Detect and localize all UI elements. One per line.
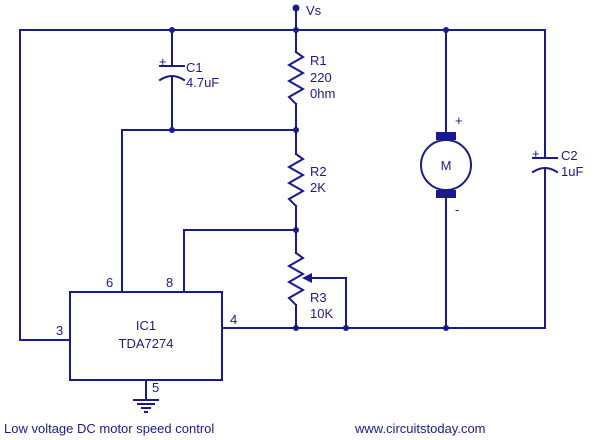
c2-ref-label: C2 bbox=[561, 148, 578, 163]
wiper-arrow-icon bbox=[302, 273, 312, 283]
junction-dot bbox=[169, 27, 175, 33]
pin-8-label: 8 bbox=[166, 275, 173, 290]
junction-dot bbox=[293, 325, 299, 331]
junction-dot bbox=[443, 325, 449, 331]
junction-dot bbox=[293, 227, 299, 233]
pin-5-label: 5 bbox=[152, 380, 159, 395]
c2-value-label: 1uF bbox=[561, 164, 583, 179]
junction-dot bbox=[343, 325, 349, 331]
ground-icon bbox=[133, 399, 159, 413]
r1-value-line2: 0hm bbox=[310, 86, 335, 101]
ic1-chip: IC1 TDA7274 3 4 5 6 8 bbox=[56, 275, 237, 395]
r2-value-label: 2K bbox=[310, 180, 326, 195]
potentiometer-r3: R3 10K bbox=[286, 251, 333, 321]
pin-4-label: 4 bbox=[230, 312, 237, 327]
r1-value-line1: 220 bbox=[310, 70, 332, 85]
capacitor-c2: + C2 1uF bbox=[531, 146, 583, 179]
r1-ref-label: R1 bbox=[310, 53, 327, 68]
diagram-caption: Low voltage DC motor speed control bbox=[4, 421, 214, 436]
motor-m: M + - bbox=[420, 113, 472, 217]
r3-value-label: 10K bbox=[310, 306, 333, 321]
junction-dot bbox=[293, 27, 299, 33]
resistor-r1: R1 220 0hm bbox=[286, 50, 335, 106]
r2-ref-label: R2 bbox=[310, 164, 327, 179]
supply-terminal bbox=[292, 4, 300, 12]
website-credit: www.circuitstoday.com bbox=[354, 421, 486, 436]
junction-dot bbox=[169, 127, 175, 133]
resistor-r2: R2 2K bbox=[286, 152, 327, 208]
pin-6-label: 6 bbox=[106, 275, 113, 290]
ic1-part-label: TDA7274 bbox=[119, 336, 174, 351]
capacitor-c1: + C1 4.7uF bbox=[158, 54, 219, 90]
c1-plus-sign: + bbox=[159, 54, 167, 69]
c2-plus-sign: + bbox=[532, 146, 540, 161]
supply-label: Vs bbox=[306, 3, 322, 18]
c1-ref-label: C1 bbox=[186, 60, 203, 75]
c1-value-label: 4.7uF bbox=[186, 75, 219, 90]
motor-plus-terminal: + bbox=[455, 113, 463, 128]
junction-dot bbox=[293, 127, 299, 133]
wires bbox=[19, 9, 546, 401]
junction-dot bbox=[443, 27, 449, 33]
motor-symbol: M bbox=[441, 158, 452, 173]
motor-minus-terminal: - bbox=[455, 202, 459, 217]
pin-3-label: 3 bbox=[56, 323, 63, 338]
junction-dots bbox=[169, 4, 449, 331]
r3-ref-label: R3 bbox=[310, 290, 327, 305]
ic1-ref-label: IC1 bbox=[136, 318, 156, 333]
